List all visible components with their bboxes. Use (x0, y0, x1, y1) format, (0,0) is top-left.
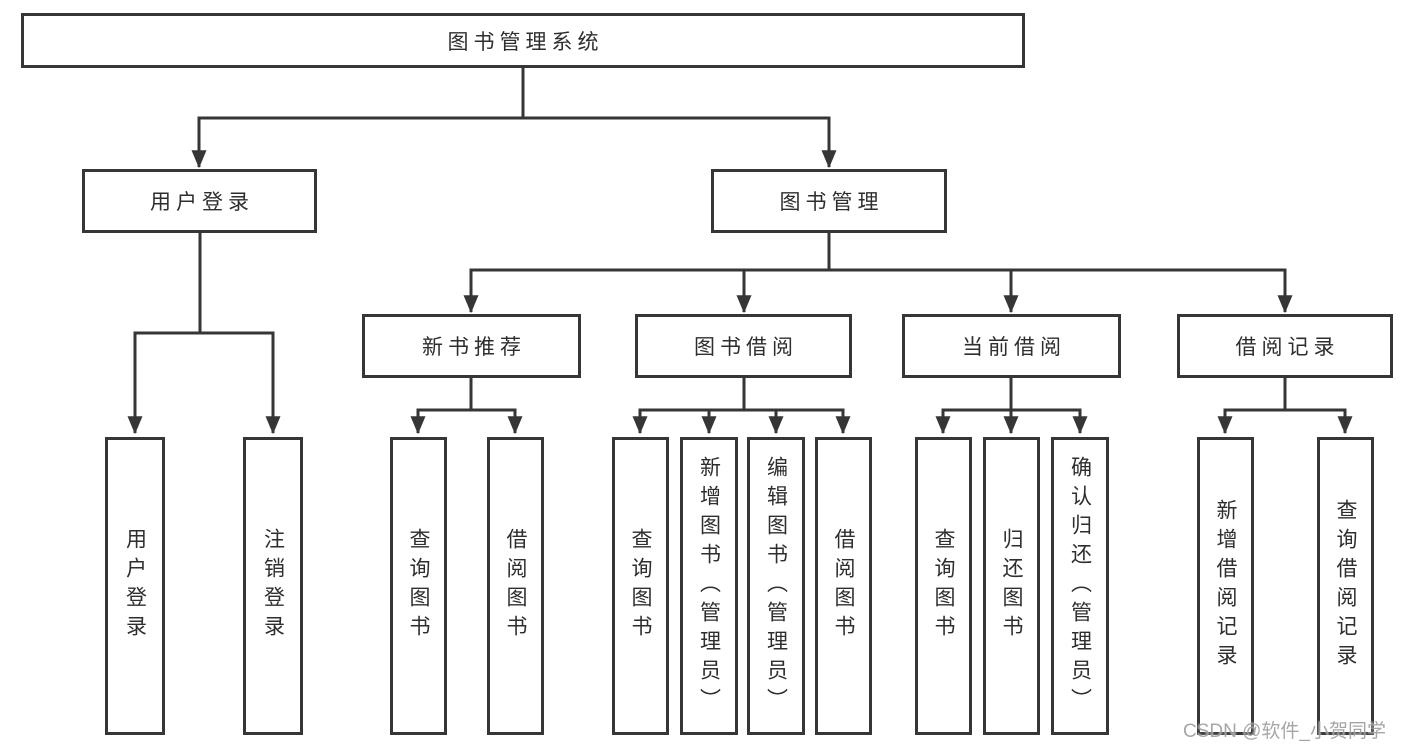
connector-borrow-record-children (1217, 378, 1353, 435)
node-bb-edit-label: 编辑图书（管理员） (764, 455, 788, 717)
node-bb-borrow: 借阅图书 (815, 437, 872, 735)
node-user-login-label: 用户登录 (150, 191, 254, 214)
node-nb-borrow: 借阅图书 (487, 437, 544, 735)
node-nb-borrow-label: 借阅图书 (504, 528, 527, 644)
node-bb-add: 新增图书（管理员） (680, 437, 738, 735)
node-leaf-user-login: 用户登录 (105, 437, 165, 735)
node-cb-return: 归还图书 (983, 437, 1040, 735)
node-book-borrow: 图书借阅 (635, 314, 852, 378)
node-cb-query-label: 查询图书 (932, 528, 955, 644)
node-book-borrow-label: 图书借阅 (694, 336, 798, 359)
node-cb-return-label: 归还图书 (1000, 528, 1023, 644)
node-book-mgmt: 图书管理 (711, 169, 947, 233)
node-br-add: 新增借阅记录 (1197, 437, 1254, 735)
node-cb-query: 查询图书 (915, 437, 972, 735)
connector-book-borrow-children (632, 378, 851, 435)
node-leaf-logout-label: 注销登录 (261, 528, 285, 644)
node-book-mgmt-label: 图书管理 (779, 191, 884, 214)
node-new-book-rec-label: 新书推荐 (422, 336, 526, 359)
node-current-borrow: 当前借阅 (902, 314, 1121, 378)
node-br-query: 查询借阅记录 (1317, 437, 1374, 735)
node-root-label: 图书管理系统 (447, 30, 604, 54)
node-bb-add-label: 新增图书（管理员） (697, 455, 721, 717)
node-bb-borrow-label: 借阅图书 (832, 528, 855, 644)
node-user-login: 用户登录 (82, 169, 317, 233)
node-borrow-record-label: 借阅记录 (1235, 336, 1340, 359)
node-cb-confirm-label: 确认归还（管理员） (1068, 455, 1092, 717)
node-br-query-label: 查询借阅记录 (1334, 499, 1357, 673)
node-bb-query-label: 查询图书 (629, 528, 652, 644)
node-bb-edit: 编辑图书（管理员） (747, 437, 805, 735)
node-cb-confirm: 确认归还（管理员） (1051, 437, 1109, 735)
node-br-add-label: 新增借阅记录 (1214, 499, 1237, 673)
node-borrow-record: 借阅记录 (1177, 314, 1393, 378)
node-new-book-rec: 新书推荐 (362, 314, 581, 378)
node-leaf-user-login-label: 用户登录 (123, 528, 147, 644)
connector-book-mgmt-children (463, 233, 1293, 314)
csdn-watermark: CSDN @软件_小贺同学 (1183, 721, 1386, 742)
connector-new-book-rec-children (410, 378, 523, 435)
node-leaf-logout: 注销登录 (243, 437, 303, 735)
connector-user-login-children (127, 233, 281, 435)
connector-root-to-level2 (191, 68, 837, 169)
node-current-borrow-label: 当前借阅 (962, 336, 1066, 359)
node-bb-query: 查询图书 (612, 437, 669, 735)
node-nb-query: 查询图书 (390, 437, 447, 735)
connector-current-borrow-children (935, 378, 1088, 435)
node-root: 图书管理系统 (21, 13, 1025, 68)
node-nb-query-label: 查询图书 (407, 528, 430, 644)
